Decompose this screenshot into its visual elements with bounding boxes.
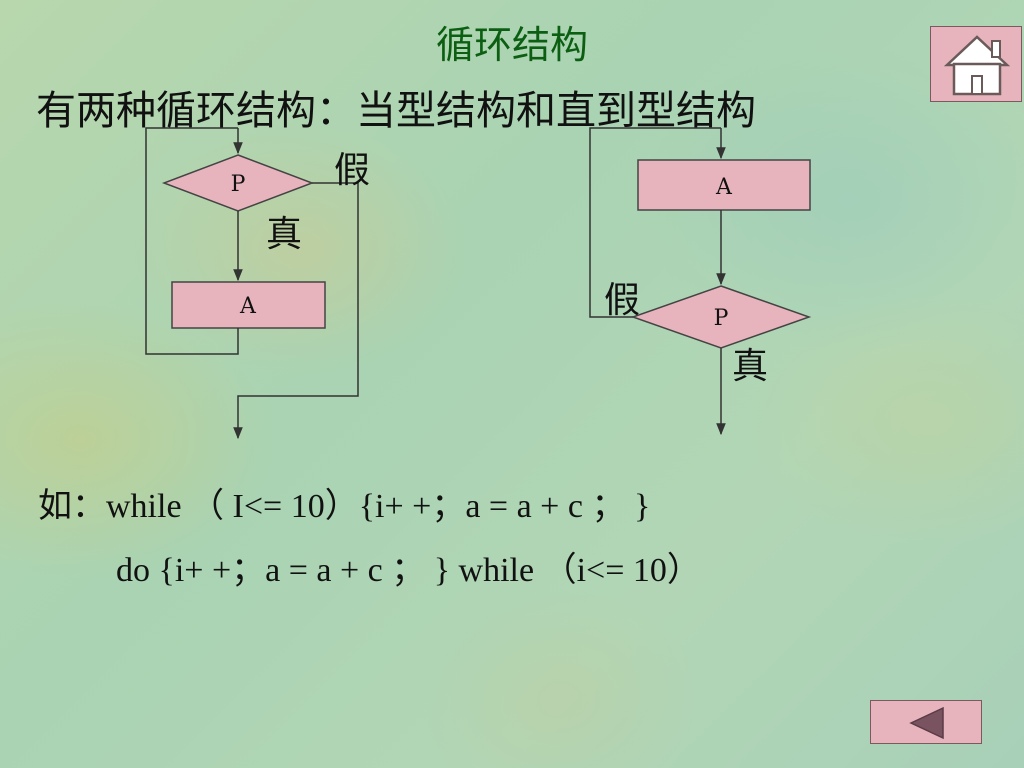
do-while-loop-flowchart: A P 假 真	[589, 127, 812, 436]
dowhile-false-label: 假	[604, 280, 640, 321]
while-loop-flowchart: P A 假 真	[145, 127, 370, 440]
while-loopback-line	[145, 127, 239, 355]
while-body-label: A	[239, 294, 257, 319]
while-condition-label: P	[231, 172, 246, 197]
dowhile-false-loopback-line	[589, 127, 721, 318]
dowhile-body-box	[637, 159, 811, 211]
dowhile-body-label: A	[715, 175, 733, 200]
while-false-label: 假	[334, 150, 370, 191]
house-icon	[943, 35, 1011, 96]
while-body-box	[171, 281, 326, 329]
slide-subtitle: 有两种循环结构：当型结构和直到型结构	[36, 88, 756, 134]
dowhile-condition-label: P	[714, 306, 729, 331]
home-button[interactable]	[930, 26, 1022, 102]
dowhile-true-label: 真	[732, 346, 768, 387]
slide-title: 循环结构	[435, 23, 588, 67]
back-button[interactable]	[870, 700, 982, 744]
left-triangle-icon	[909, 706, 944, 740]
code-example-while: 如：while （ I<= 10）{i+ +；a = a + c ； }	[38, 488, 651, 525]
while-false-exit-line	[233, 182, 359, 440]
code-example-do-while: do {i+ +；a = a + c ； } while （i<= 10）	[116, 552, 701, 589]
while-true-label: 真	[266, 214, 302, 255]
